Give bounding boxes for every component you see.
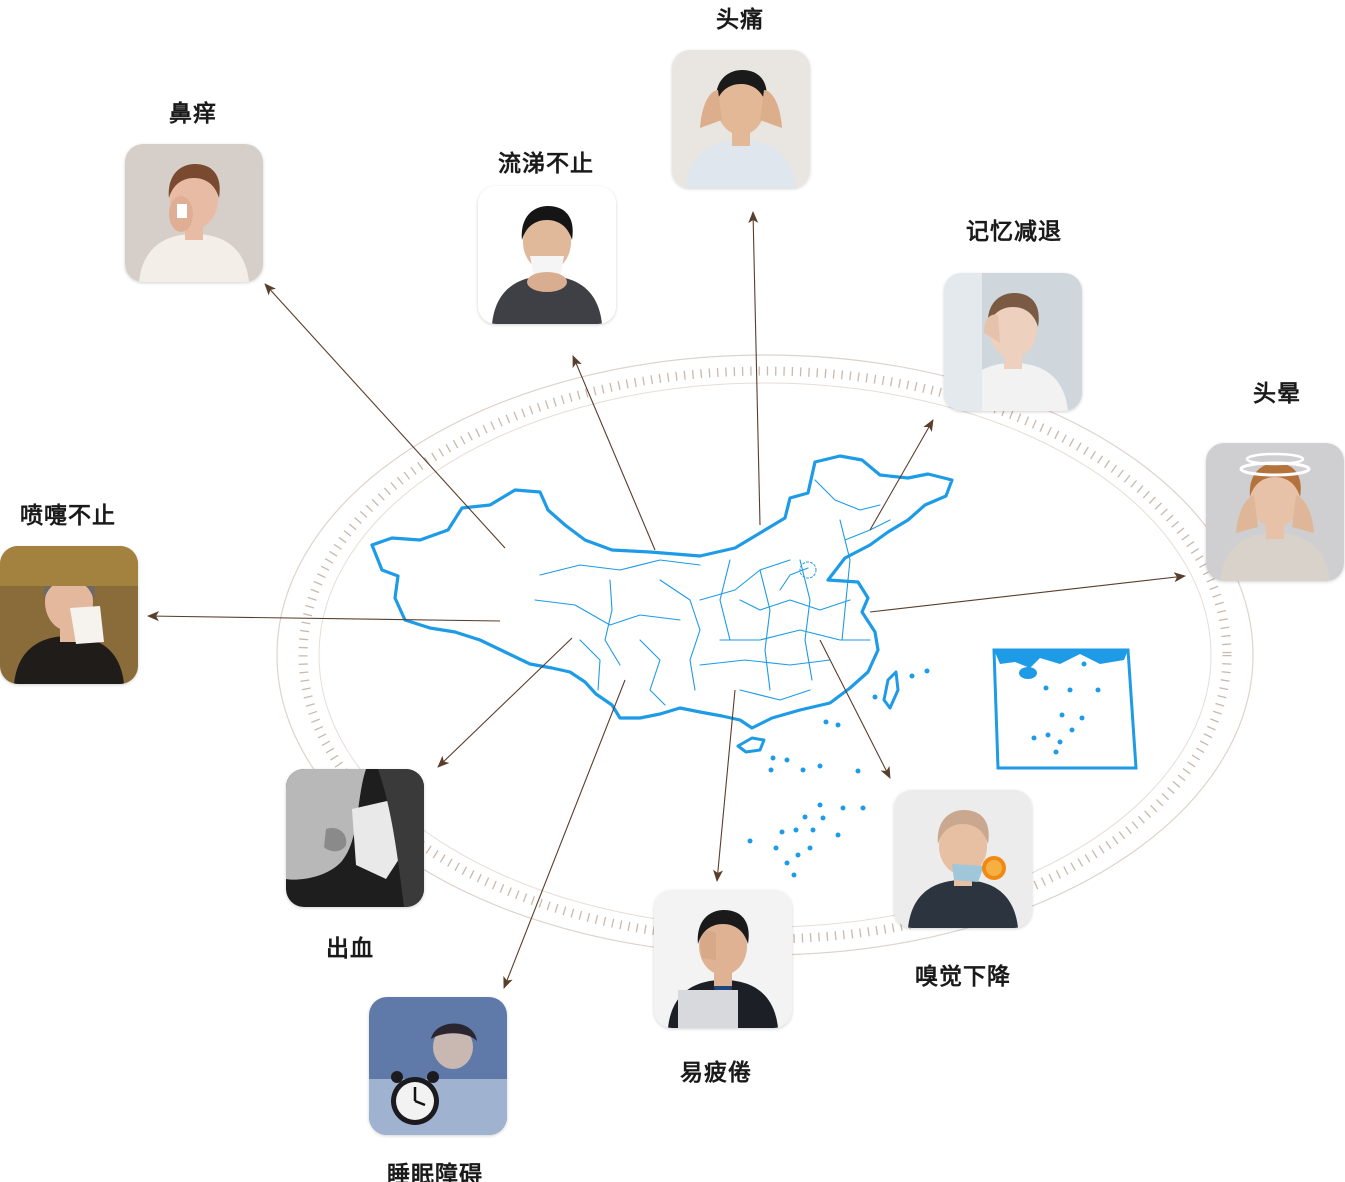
south-sea-inset bbox=[992, 648, 1138, 770]
symptom-label-dizziness: 头晕 bbox=[1253, 381, 1301, 407]
taiwan-island bbox=[882, 670, 900, 710]
hainan-island bbox=[736, 736, 766, 754]
china-map-outline bbox=[370, 454, 954, 730]
symptom-label-smell-decline: 嗅觉下降 bbox=[915, 964, 1011, 990]
arrow-to-headache bbox=[748, 211, 761, 526]
symptom-label-nosebleed: 出血 bbox=[326, 936, 374, 962]
china-map bbox=[370, 454, 954, 754]
arrow-to-sneezing bbox=[147, 611, 501, 622]
tired-office-worker-icon bbox=[654, 890, 792, 1028]
alarm-clock-sleep-icon bbox=[369, 997, 507, 1135]
symptom-label-runny-nose: 流涕不止 bbox=[498, 151, 594, 177]
arrow-layer bbox=[147, 211, 1186, 989]
symptom-label-sleep-disorder: 睡眠障碍 bbox=[387, 1162, 483, 1182]
symptom-label-headache: 头痛 bbox=[716, 7, 764, 33]
arrow-to-runny-nose bbox=[572, 355, 656, 551]
woman-thinking-icon bbox=[944, 273, 1082, 411]
arrow-to-fatigue bbox=[713, 689, 736, 882]
nose-with-tissue-icon bbox=[286, 769, 424, 907]
arrow-to-nosebleed bbox=[437, 637, 573, 768]
province-borders bbox=[534, 479, 891, 706]
woman-dizzy-icon bbox=[1206, 443, 1344, 581]
person-rubbing-nose-icon bbox=[125, 144, 263, 282]
symptom-label-memory-decline: 记忆减退 bbox=[966, 219, 1062, 245]
arrow-to-nasal-itch bbox=[264, 283, 506, 549]
man-holding-head-icon bbox=[672, 50, 810, 188]
man-sneezing-icon bbox=[0, 546, 138, 684]
man-smelling-orange-icon bbox=[894, 790, 1032, 928]
sea-islands bbox=[747, 668, 930, 878]
arrow-to-dizziness bbox=[869, 572, 1186, 613]
symptom-label-nasal-itch: 鼻痒 bbox=[169, 101, 217, 127]
arrow-to-sleep-disorder bbox=[503, 679, 626, 989]
arrow-to-smell-decline bbox=[819, 639, 891, 779]
arrow-to-memory-decline bbox=[869, 419, 934, 531]
symptom-label-sneezing: 喷嚏不止 bbox=[20, 503, 116, 529]
man-with-tissue-icon bbox=[478, 186, 616, 324]
symptom-label-fatigue: 易疲倦 bbox=[680, 1060, 752, 1086]
